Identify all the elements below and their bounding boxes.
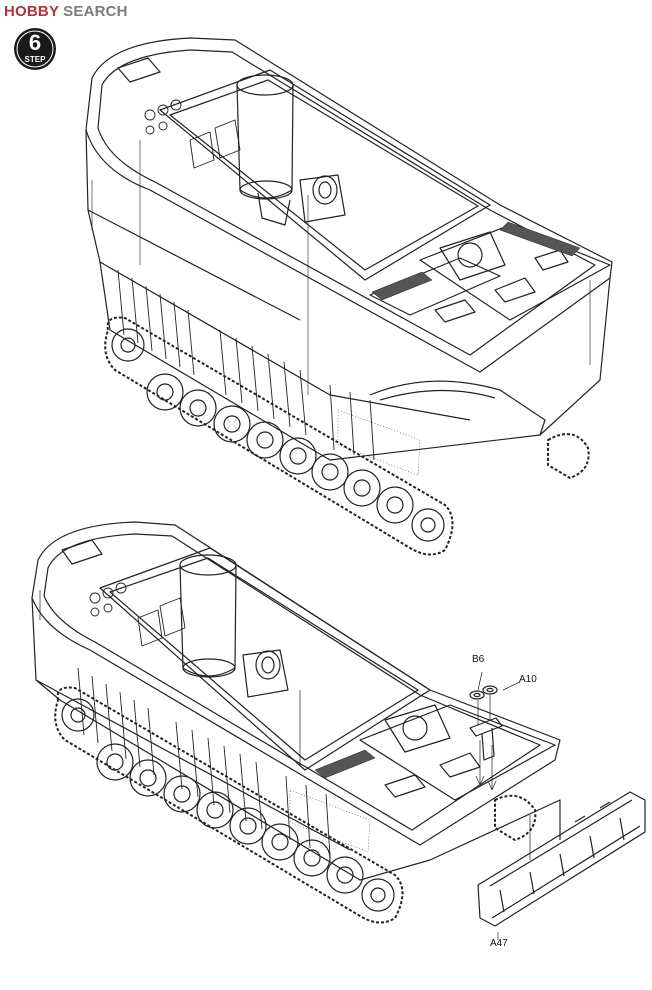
part-b6-washers — [469, 685, 498, 700]
watermark-text: SEARCH — [63, 3, 128, 20]
step-badge-icon — [14, 28, 56, 70]
watermark: HOBBY SEARCH — [4, 3, 128, 20]
bottom-vehicle-grilles — [289, 749, 376, 853]
bottom-vehicle-hull — [31, 521, 561, 881]
bottom-vehicle-dashboard — [89, 582, 186, 647]
top-vehicle-hull — [85, 37, 613, 461]
watermark-logo: HOBBY — [4, 3, 60, 20]
top-vehicle-dashboard — [144, 99, 241, 169]
step-badge: 6 STEP — [12, 26, 58, 72]
top-vehicle-snorkel — [236, 74, 294, 226]
part-a47-rear-flap — [477, 791, 646, 927]
top-vehicle-grilles — [337, 221, 581, 476]
top-vehicle-leader-lines — [91, 140, 591, 395]
bottom-vehicle-winch — [242, 649, 289, 698]
top-vehicle-winch — [299, 174, 346, 223]
bottom-vehicle-track — [54, 686, 537, 924]
top-vehicle-track — [104, 316, 590, 556]
callout-a10: A10 — [519, 674, 537, 685]
step-label: STEP — [24, 55, 46, 64]
step-number: 6 — [28, 30, 42, 55]
callout-a47: A47 — [490, 938, 508, 949]
top-vehicle-hatches — [117, 57, 569, 323]
bottom-vehicle-side-panels — [77, 667, 331, 857]
top-vehicle-side-panels — [117, 269, 375, 461]
callout-b6: B6 — [472, 654, 485, 665]
part-a10-bracket — [469, 717, 503, 761]
bottom-vehicle-snorkel — [179, 554, 237, 678]
assembly-arrows — [39, 590, 531, 940]
